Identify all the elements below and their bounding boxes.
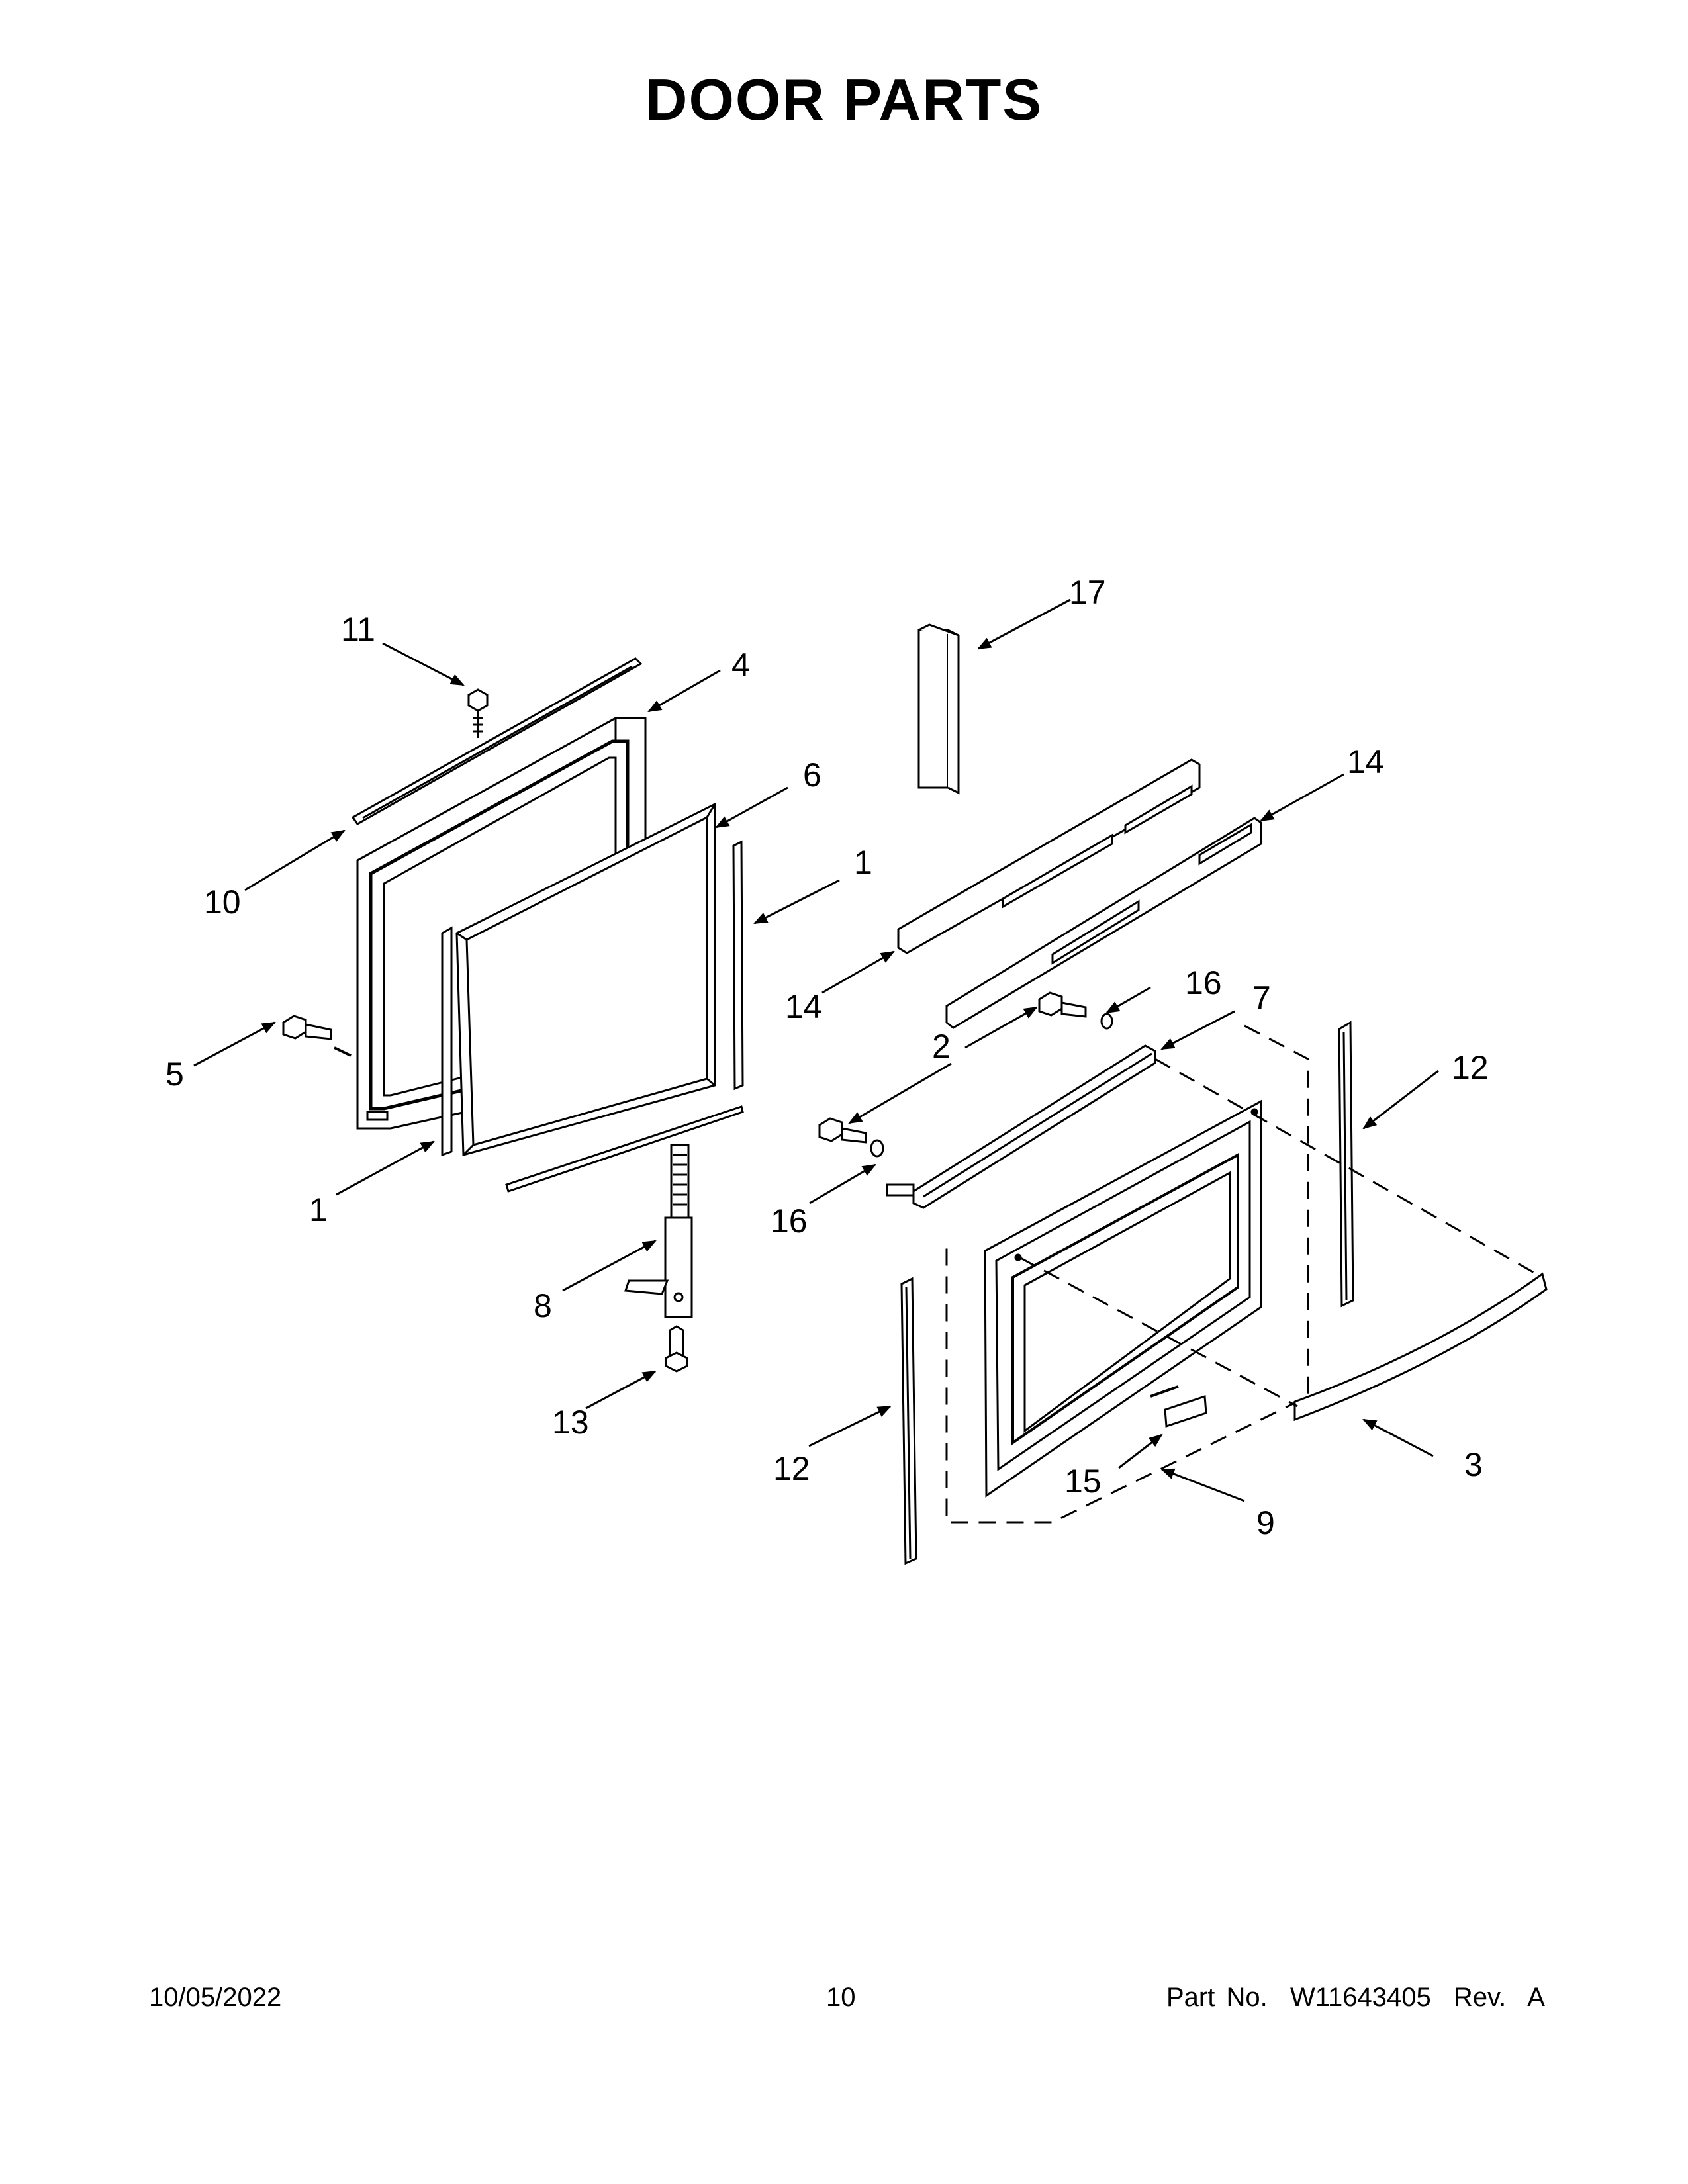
callout-arrows	[193, 598, 1439, 1502]
callout-label: 1	[854, 844, 872, 881]
footer-page-number: 10	[826, 1983, 856, 2012]
hinge-part	[624, 1144, 693, 1318]
callout-label: 7	[1252, 979, 1271, 1017]
callout-label: 1	[309, 1191, 328, 1228]
badge-part	[1150, 1385, 1207, 1428]
callout-label: 4	[731, 647, 750, 684]
callout-label: 17	[1069, 574, 1106, 611]
callout-label: 13	[552, 1404, 589, 1441]
callout-label: 9	[1256, 1504, 1275, 1541]
washer-part	[870, 1139, 884, 1158]
callout-label: 14	[1347, 743, 1384, 780]
callout-label: 11	[341, 611, 375, 648]
inner-glass-part	[455, 802, 716, 1156]
callout-label: 6	[803, 756, 821, 794]
callout-labels: 11 4 6 1 10 5 1 17 14 14 16 7 2 12 16 8 …	[165, 574, 1489, 1541]
trim-strip-part	[900, 1277, 917, 1565]
callout-label: 16	[771, 1203, 808, 1240]
callout-label: 5	[165, 1056, 184, 1093]
callout-label: 8	[534, 1287, 552, 1324]
screw-part	[665, 1325, 688, 1373]
outer-door-part	[945, 1024, 1309, 1524]
screw-part	[282, 1015, 352, 1057]
callout-label: 10	[204, 884, 241, 921]
screw-part	[467, 688, 489, 738]
callout-label: 14	[785, 988, 822, 1025]
callout-label: 15	[1064, 1463, 1102, 1500]
callout-label: 2	[932, 1028, 951, 1065]
footer-part-number: Part No. W11643405 Rev. A	[1166, 1983, 1545, 2012]
screw-part	[1038, 991, 1087, 1018]
door-handle-part	[1293, 1272, 1548, 1422]
callout-label: 16	[1185, 964, 1222, 1001]
callout-label: 12	[1452, 1049, 1489, 1086]
callout-label: 12	[773, 1450, 810, 1487]
gasket-part	[441, 926, 453, 1157]
vent-duct-part	[917, 623, 960, 795]
bracket-part	[945, 817, 1262, 1029]
screw-part	[818, 1117, 867, 1144]
bracket-part	[897, 758, 1201, 954]
callout-label: 3	[1464, 1446, 1483, 1483]
footer-date: 10/05/2022	[149, 1983, 282, 2012]
top-channel-part	[351, 657, 643, 825]
assembly-lines	[1019, 1058, 1543, 1408]
page-title: DOOR PARTS	[645, 67, 1043, 132]
handle-rail-part	[886, 1044, 1156, 1209]
gasket-part	[505, 840, 744, 1193]
washer-part	[1100, 1013, 1113, 1030]
trim-strip-part	[1338, 1021, 1354, 1308]
